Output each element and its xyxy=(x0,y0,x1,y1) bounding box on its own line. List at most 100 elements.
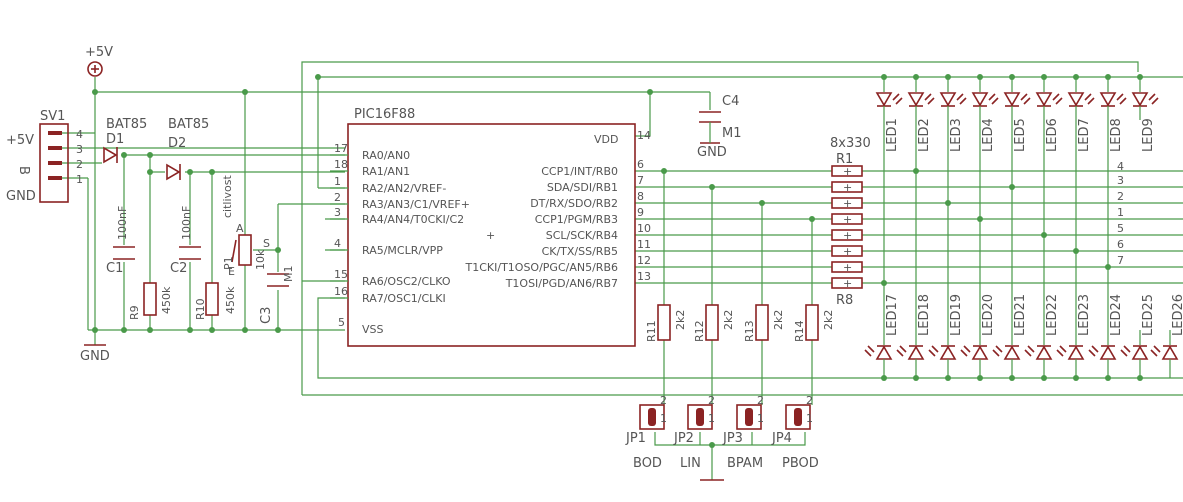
capacitor-c3-value: M1 xyxy=(282,266,295,283)
led-top-arrow xyxy=(959,97,967,105)
led-top-label: LED3 xyxy=(949,118,964,152)
pulldown-resistor-value: 2k2 xyxy=(772,310,785,330)
jumper-name: JP1 xyxy=(625,431,646,446)
jumper-pin-2: 2 xyxy=(757,394,764,407)
junction-dot xyxy=(242,327,248,333)
mcu-right-pin-name: SCL/SCK/RB4 xyxy=(546,229,618,242)
junction-dot xyxy=(1105,74,1111,80)
jumper-pin-2: 2 xyxy=(708,394,715,407)
capacitor-c1-value: 100nF xyxy=(116,206,129,240)
resistor-array-row-label: 1 xyxy=(1117,206,1124,219)
pulldown-resistor-name: R12 xyxy=(693,320,706,342)
mcu-vss-label: VSS xyxy=(362,323,384,336)
led-bottom-arrow xyxy=(867,345,875,353)
led-bottom-arrow xyxy=(1153,345,1161,353)
junction-dot xyxy=(759,200,765,206)
led-top-label: LED1 xyxy=(885,118,900,152)
resistor-array-plus: + xyxy=(843,181,852,194)
resistor-array-plus: + xyxy=(843,245,852,258)
junction-dot xyxy=(92,327,98,333)
led-bottom-label: LED24 xyxy=(1109,294,1124,336)
led-bottom-label: LED20 xyxy=(981,294,996,336)
mcu-left-pin-number: 18 xyxy=(334,158,348,171)
led-top-arrow xyxy=(927,97,935,105)
resistor-array-plus: + xyxy=(843,229,852,242)
mcu-left-pin-name: RA4/AN4/T0CKI/C2 xyxy=(362,213,464,226)
junction-dot xyxy=(945,74,951,80)
led-bottom-arrow xyxy=(896,349,904,357)
mcu-right-pin-number: 11 xyxy=(637,238,651,251)
led-bottom-label: LED23 xyxy=(1077,294,1092,336)
jumper-pin-1: 1 xyxy=(757,412,764,425)
mcu-center-mark: + xyxy=(486,229,495,242)
led-top-body xyxy=(1067,92,1085,107)
mcu-vss-pin: 5 xyxy=(338,316,345,329)
led-bottom-body xyxy=(971,345,989,360)
junction-dot xyxy=(147,327,153,333)
led-top-label: LED7 xyxy=(1077,118,1092,152)
led-top-label: LED9 xyxy=(1141,118,1156,152)
junction-dot xyxy=(977,74,983,80)
jumper-body xyxy=(687,404,713,430)
led-top-arrow xyxy=(892,93,900,101)
mcu-right-pin-number: 10 xyxy=(637,222,651,235)
mcu-right-pin-name: T1CKI/T1OSO/PGC/AN5/RB6 xyxy=(465,261,618,274)
led-bottom-arrow xyxy=(1056,349,1064,357)
vcc-label: +5V xyxy=(85,45,113,60)
potentiometer-p1: citlivost P1 10k A E S xyxy=(221,175,270,279)
led-bottom-body xyxy=(1067,345,1085,360)
pot-name: P1 xyxy=(222,256,235,270)
led-top-body xyxy=(1099,92,1117,107)
jumper-pin-1: 1 xyxy=(708,412,715,425)
led-top-arrow xyxy=(1116,93,1124,101)
led-bottom-arrow xyxy=(1059,345,1067,353)
pulldown-resistor-name: R13 xyxy=(743,320,756,342)
capacitor-c2: 100nF C2 xyxy=(170,206,201,276)
led-bottom-label: LED26 xyxy=(1171,294,1183,336)
pulldown-resistor-body xyxy=(705,304,719,341)
led-bottom-arrow xyxy=(1150,349,1158,357)
jumper-name: JP4 xyxy=(771,431,792,446)
diode-d1: BAT85 D1 xyxy=(103,117,147,164)
led-bottom-arrow xyxy=(995,345,1003,353)
led-bottom-label: LED17 xyxy=(885,294,900,336)
mcu-right-pin-number: 9 xyxy=(637,206,644,219)
jumper-label: LIN xyxy=(680,456,701,471)
led-bottom-label: LED22 xyxy=(1045,294,1060,336)
mcu-name: PIC16F88 xyxy=(354,107,415,122)
junction-dot xyxy=(1073,74,1079,80)
jumper-cap xyxy=(794,408,802,426)
gnd-label: GND xyxy=(80,349,110,364)
connector-pin-4: 4 xyxy=(76,128,83,141)
resistor-array-element xyxy=(831,277,863,289)
mcu-left-pin-name: RA2/AN2/VREF- xyxy=(362,182,446,195)
jumper-pin-1: 1 xyxy=(660,412,667,425)
led-bottom-arrow xyxy=(1123,345,1131,353)
resistor-r9-name: R9 xyxy=(128,305,141,320)
pulldown-resistor-name: R11 xyxy=(645,320,658,342)
jumper-body xyxy=(736,404,762,430)
junction-dot xyxy=(945,375,951,381)
resistor-r10-value: 450k xyxy=(224,286,237,314)
mcu-left-pin-name: RA1/AN1 xyxy=(362,165,410,178)
junction-dot xyxy=(1073,375,1079,381)
jumper-pin-1: 1 xyxy=(806,412,813,425)
mcu-left-pin-number: 17 xyxy=(334,142,348,155)
connector-label-b: B xyxy=(16,166,31,175)
mcu-left-pin-number: 16 xyxy=(334,285,348,298)
resistor-array-row-label: 6 xyxy=(1117,238,1124,251)
resistor-array-plus: + xyxy=(843,165,852,178)
led-top-arrow xyxy=(991,97,999,105)
resistor-array-top-name: R1 xyxy=(836,152,853,167)
jumper-label: BPAM xyxy=(727,456,763,471)
mcu-right-pin-name: CCP1/INT/RB0 xyxy=(541,165,618,178)
mcu-left-pin-name: RA6/OSC2/CLKO xyxy=(362,275,451,288)
resistor-array-plus: + xyxy=(843,213,852,226)
junction-dot xyxy=(147,152,153,158)
led-top-arrow xyxy=(956,93,964,101)
capacitor-c3: M1 C3 xyxy=(259,266,295,325)
led-top-body xyxy=(907,92,925,107)
mcu-left-pins: 17RA0/AN018RA1/AN11RA2/AN2/VREF-2RA3/AN3… xyxy=(330,142,470,305)
